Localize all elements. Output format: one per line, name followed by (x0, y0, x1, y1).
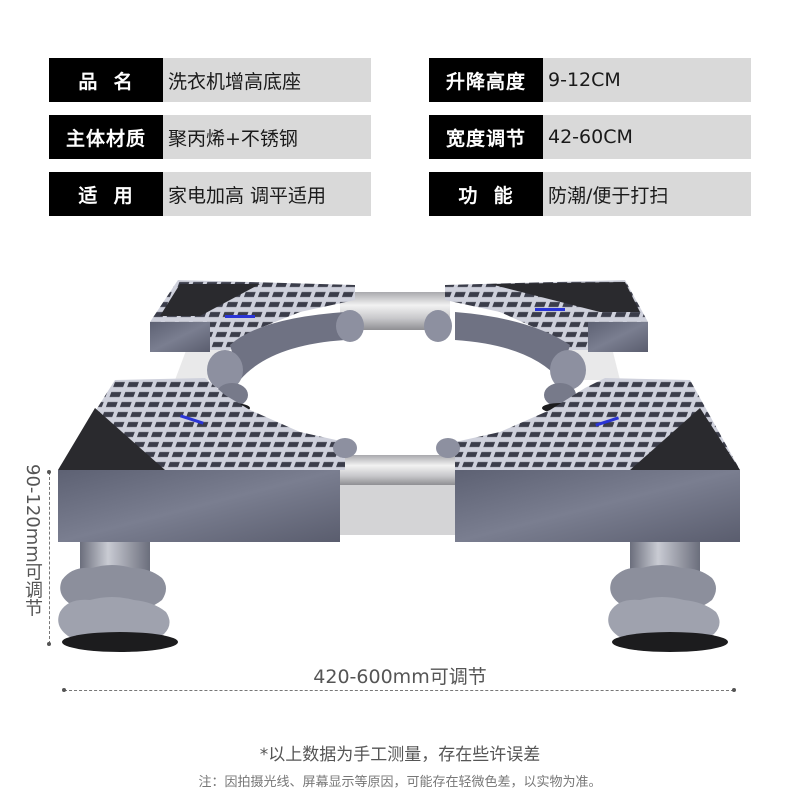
spec-row-width-adjust: 宽度调节 42-60CM (429, 115, 751, 159)
spec-label: 功 能 (429, 172, 543, 216)
spec-label: 升降高度 (429, 58, 543, 102)
spec-value: 家电加高 调平适用 (163, 172, 371, 216)
spec-value: 9-12CM (543, 58, 751, 102)
spec-row-function: 功 能 防潮/便于打扫 (429, 172, 751, 216)
measurement-disclaimer: *以上数据为手工测量，存在些许误差 (259, 745, 541, 765)
spec-row-usage: 适 用 家电加高 调平适用 (49, 172, 371, 216)
spec-row-material: 主体材质 聚丙烯+不锈钢 (49, 115, 371, 159)
spec-row-lift-height: 升降高度 9-12CM (429, 58, 751, 102)
dimension-dot (62, 688, 66, 692)
dimension-dot (47, 470, 51, 474)
front-steel-tube-top (338, 455, 460, 485)
height-dimension-line (49, 472, 50, 644)
spec-value: 42-60CM (543, 115, 751, 159)
front-right-corner (436, 378, 740, 652)
spec-label: 主体材质 (49, 115, 163, 159)
spec-row-product-name: 品 名 洗衣机增高底座 (49, 58, 371, 102)
height-adjust-label: 90-120mm可调节 (22, 464, 43, 617)
color-difference-note: 注：因拍摄光线、屏幕显示等原因，可能存在轻微色差，以实物为准。 (198, 775, 602, 790)
spec-label: 宽度调节 (429, 115, 543, 159)
spec-value: 防潮/便于打扫 (543, 172, 751, 216)
spec-label: 适 用 (49, 172, 163, 216)
dimension-dot (732, 688, 736, 692)
product-image-washer-base (58, 280, 740, 652)
back-right-corner (424, 280, 648, 413)
spec-value: 聚丙烯+不锈钢 (163, 115, 371, 159)
width-adjust-label: 420-600mm可调节 (313, 666, 487, 688)
spec-value: 洗衣机增高底座 (163, 58, 371, 102)
back-left-corner (150, 280, 364, 413)
width-dimension-line (64, 690, 734, 691)
front-left-corner (58, 378, 357, 652)
dimension-dot (47, 642, 51, 646)
spec-label: 品 名 (49, 58, 163, 102)
front-steel-tube-face (338, 485, 460, 535)
